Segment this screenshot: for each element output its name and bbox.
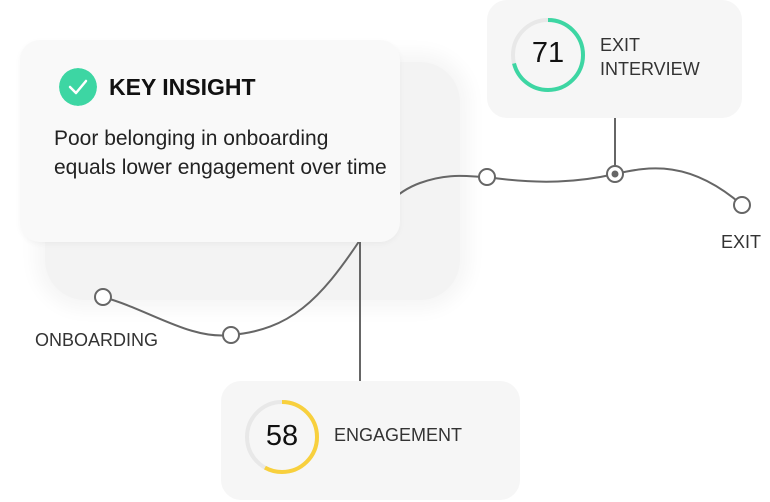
exit-label: EXIT <box>721 232 762 252</box>
exit-interview-label-line2: INTERVIEW <box>600 59 700 79</box>
insight-body: Poor belonging in onboarding equals lowe… <box>54 127 387 179</box>
engagement-ring <box>245 400 319 474</box>
exit-interview-label: EXIT INTERVIEW <box>600 33 700 81</box>
engagement-score: 58 <box>265 420 299 452</box>
onboarding-label: ONBOARDING <box>35 330 159 350</box>
engagement-label: ENGAGEMENT <box>334 425 463 445</box>
path-node <box>222 326 240 344</box>
onboarding-node <box>94 288 112 306</box>
exit-interview-node-dot <box>611 170 619 178</box>
key-insight-card: KEY INSIGHT Poor belonging in onboarding… <box>20 40 400 242</box>
exit-node <box>733 196 751 214</box>
path-node <box>478 168 496 186</box>
exit-interview-score: 71 <box>531 37 565 69</box>
exit-interview-card: 71 EXIT INTERVIEW <box>487 0 742 118</box>
exit-interview-label-line1: EXIT <box>600 35 641 55</box>
insight-title: KEY INSIGHT <box>109 74 256 100</box>
exit-interview-ring <box>511 18 585 92</box>
check-circle-icon <box>59 68 97 106</box>
progress-arc <box>511 18 585 92</box>
engagement-card: 58 ENGAGEMENT <box>221 381 520 500</box>
progress-arc <box>245 400 319 474</box>
